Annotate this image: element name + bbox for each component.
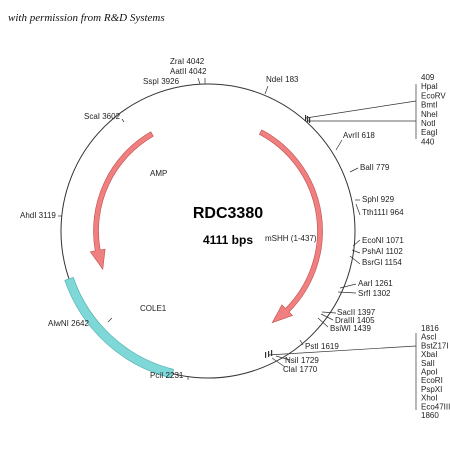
mcs-bottom-list: 1816AscIBstZ17IXbaISalIApoIEcoRIPspXIXho… xyxy=(421,324,450,420)
mcs-bottom-enzyme: SalI xyxy=(421,359,435,368)
site-pcii: PciI 2231 xyxy=(150,371,184,380)
site-ndei: NdeI 183 xyxy=(266,75,299,84)
site-aatii: AatII 4042 xyxy=(170,67,207,76)
site-pshai: PshAI 1102 xyxy=(362,247,403,256)
site-bsiwi: BsiWI 1439 xyxy=(330,324,371,333)
mcs-bottom-enzyme: PspXI xyxy=(421,385,442,394)
mcs-bottom-end: 1860 xyxy=(421,411,439,420)
site-srfi: SrfI 1302 xyxy=(358,289,391,298)
site-labels: ZraI 4042 AatII 4042 SspI 3926 NdeI 183 … xyxy=(20,57,404,380)
site-tth111i: Tth111I 964 xyxy=(362,208,404,217)
mcs-bottom-enzyme: Eco47III xyxy=(421,402,450,411)
site-sphi: SphI 929 xyxy=(362,195,395,204)
amp-feature-arrow xyxy=(89,131,154,271)
site-econi: EcoNI 1071 xyxy=(362,236,404,245)
site-alwni: AlwNI 2642 xyxy=(48,319,89,328)
site-sspi: SspI 3926 xyxy=(143,77,180,86)
site-ahdi: AhdI 3119 xyxy=(20,211,56,220)
site-zrai: ZraI 4042 xyxy=(170,57,205,66)
mcs-top-enzyme: NotI xyxy=(421,119,436,128)
plasmid-size: 4111 bps xyxy=(203,233,253,247)
mcs-top-enzyme: EagI xyxy=(421,128,437,137)
cole1-feature-arc xyxy=(64,277,174,379)
site-psti: PstI 1619 xyxy=(305,342,339,351)
mshh-feature-label: mSHH (1-437) xyxy=(265,234,317,243)
mcs-top-enzyme: NheI xyxy=(421,110,438,119)
site-clai: ClaI 1770 xyxy=(283,365,318,374)
site-aari: AarI 1261 xyxy=(358,279,393,288)
mcs-top-enzyme: BmtI xyxy=(421,101,437,110)
site-bsrgi: BsrGI 1154 xyxy=(362,258,402,267)
mcs-bottom-enzyme: XhoI xyxy=(421,394,437,403)
site-draiii: DraIII 1405 xyxy=(335,316,375,325)
mcs-bottom-enzyme: AscI xyxy=(421,333,437,342)
site-leader-lines xyxy=(58,77,417,410)
site-bali: BalI 779 xyxy=(360,163,390,172)
mcs-bottom-enzyme: BstZ17I xyxy=(421,341,449,350)
mcs-top-end: 440 xyxy=(421,137,435,146)
mcs-top-start: 409 xyxy=(421,73,435,82)
plasmid-name: RDC3380 xyxy=(193,205,263,222)
amp-feature-label: AMP xyxy=(150,169,167,178)
mcs-top-enzyme: EcoRV xyxy=(421,91,446,100)
cole1-feature-label: COLE1 xyxy=(140,304,167,313)
mshh-feature-arrow xyxy=(258,129,323,324)
mcs-top-enzyme: HpaI xyxy=(421,82,438,91)
mcs-bottom-enzyme: EcoRI xyxy=(421,376,443,385)
plasmid-backbone xyxy=(60,83,356,379)
mcs-bottom-enzyme: XbaI xyxy=(421,350,437,359)
credit-text: with permission from R&D Systems xyxy=(8,12,165,24)
site-avrii: AvrII 618 xyxy=(343,131,375,140)
mcs-site-ticks xyxy=(265,115,311,358)
mcs-bottom-enzyme: ApoI xyxy=(421,368,437,377)
mcs-bottom-start: 1816 xyxy=(421,324,439,333)
site-nsii: NsiI 1729 xyxy=(285,356,319,365)
site-scai: ScaI 3602 xyxy=(84,112,121,121)
site-sacii: SacII 1397 xyxy=(337,308,376,317)
